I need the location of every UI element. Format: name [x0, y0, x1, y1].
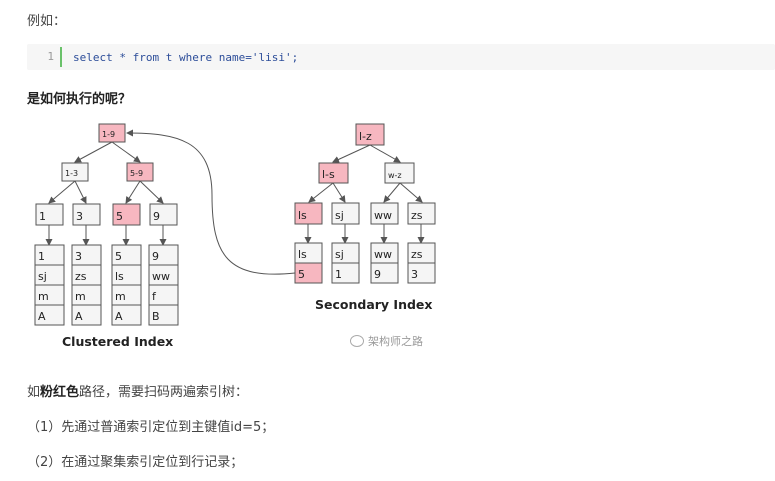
- clustered-record-0-1-label: sj: [38, 270, 47, 283]
- clustered-record-3-3-label: B: [152, 310, 160, 323]
- clustered-record-0-2-label: m: [38, 290, 49, 303]
- clustered-record-0-3-label: A: [38, 310, 46, 323]
- clustered-leaf-1-label: 3: [76, 210, 83, 223]
- clustered-record-3-0-label: 9: [152, 250, 159, 263]
- code-keyword-where: where: [179, 50, 213, 64]
- secondary-edge-l2b-1: [399, 182, 423, 203]
- code-star: *: [119, 50, 126, 64]
- clustered-record-0-3-box: [34, 304, 65, 326]
- code-block: 1 select * from t where name='lisi';: [27, 44, 775, 70]
- clustered-level2-1-label: 5-9: [130, 169, 143, 178]
- clustered-edge-root-r: [111, 141, 141, 163]
- code-semicolon: ;: [291, 50, 299, 64]
- secondary-record-2-1-label: 9: [374, 268, 381, 281]
- secondary-record-1-1-box: [331, 262, 360, 284]
- secondary-record-1-1-label: 1: [335, 268, 342, 281]
- watermark: 架构师之路: [350, 333, 423, 349]
- secondary-root-label: l-z: [359, 130, 372, 143]
- p1-suffix: 路径，需要扫码两遍索引树：: [79, 385, 249, 400]
- secondary-record-2-0-label: ww: [374, 248, 392, 261]
- clustered-record-1-1-label: zs: [75, 270, 87, 283]
- clustered-edge-root-l: [74, 141, 113, 163]
- intro-text: 例如：: [27, 14, 67, 29]
- clustered-record-2-2-label: m: [115, 290, 126, 303]
- clustered-root-label: 1-9: [102, 130, 115, 139]
- secondary-edge-l2a-0: [308, 182, 334, 203]
- secondary-record-3-0-label: zs: [411, 248, 423, 261]
- code-condition-field: name=: [218, 50, 252, 64]
- secondary-leaf-1-label: sj: [335, 209, 344, 222]
- clustered-leaf-3-label: 9: [153, 210, 160, 223]
- secondary-leaf-2-label: ww: [374, 209, 392, 222]
- secondary-record-3-1-label: 3: [411, 268, 418, 281]
- clustered-edge-l2b-1: [139, 180, 164, 204]
- code-keyword-select: select: [73, 50, 113, 64]
- wechat-icon: [350, 335, 364, 347]
- caption-clustered-index: Clustered Index: [62, 334, 174, 349]
- clustered-record-2-0-label: 5: [115, 250, 122, 263]
- clustered-record-1-2-label: m: [75, 290, 86, 303]
- p1-bold: 粉红色: [40, 385, 80, 400]
- clustered-edge-l2a-1: [74, 180, 87, 204]
- secondary-record-0-0-label: ls: [298, 248, 307, 261]
- secondary-edge-root-r: [369, 144, 401, 163]
- code-condition-value: 'lisi': [251, 50, 292, 64]
- paragraph-step-1: （1）先通过普通索引定位到主键值id=5；: [27, 420, 275, 435]
- secondary-level2-1-label: w-z: [388, 171, 402, 180]
- clustered-record-1-0-label: 3: [75, 250, 82, 263]
- clustered-record-3-2-label: f: [152, 290, 157, 303]
- code-line-number: 1: [27, 47, 62, 67]
- secondary-leaf-3-label: zs: [411, 209, 423, 222]
- secondary-edge-l2b-0: [383, 182, 401, 203]
- clustered-record-3-3-box: [148, 304, 179, 326]
- secondary-edge-root-l: [332, 144, 371, 163]
- clustered-record-2-3-label: A: [115, 310, 123, 323]
- secondary-level2-0-label: l-s: [322, 168, 335, 181]
- clustered-record-2-1-label: ls: [115, 270, 124, 283]
- code-keyword-from: from: [132, 50, 160, 64]
- caption-secondary-index: Secondary Index: [315, 297, 433, 312]
- clustered-record-1-3-label: A: [75, 310, 83, 323]
- clustered-leaf-2-label: 5: [116, 210, 123, 223]
- lookup-path-curve: [126, 129, 296, 275]
- section-question: 是如何执行的呢？: [27, 92, 132, 107]
- clustered-record-3-1-label: ww: [152, 270, 170, 283]
- paragraph-step-2: （2）在通过聚集索引定位到行记录；: [27, 455, 244, 470]
- secondary-record-0-1-label: 5: [298, 268, 305, 281]
- code-table: t: [165, 50, 173, 64]
- clustered-record-1-3-box: [71, 304, 102, 326]
- clustered-edge-l2a-0: [48, 180, 76, 204]
- p1-prefix: 如: [27, 385, 41, 400]
- secondary-record-3-1-box: [407, 262, 436, 284]
- secondary-record-2-1-box: [370, 262, 399, 284]
- clustered-record-0-0-label: 1: [38, 250, 45, 263]
- code-line: select * from t where name='lisi';: [62, 51, 298, 64]
- secondary-leaf-0-label: ls: [298, 209, 307, 222]
- clustered-leaf-0-label: 1: [39, 210, 46, 223]
- clustered-edge-l2b-0: [125, 180, 141, 204]
- clustered-record-2-3-box: [111, 304, 142, 326]
- secondary-record-1-0-label: sj: [335, 248, 344, 261]
- secondary-edge-l2a-1: [332, 182, 346, 203]
- clustered-level2-0-label: 1-3: [65, 169, 78, 178]
- watermark-text: 架构师之路: [368, 335, 423, 348]
- paragraph-path-note: 如粉红色路径，需要扫码两遍索引树：: [27, 381, 248, 400]
